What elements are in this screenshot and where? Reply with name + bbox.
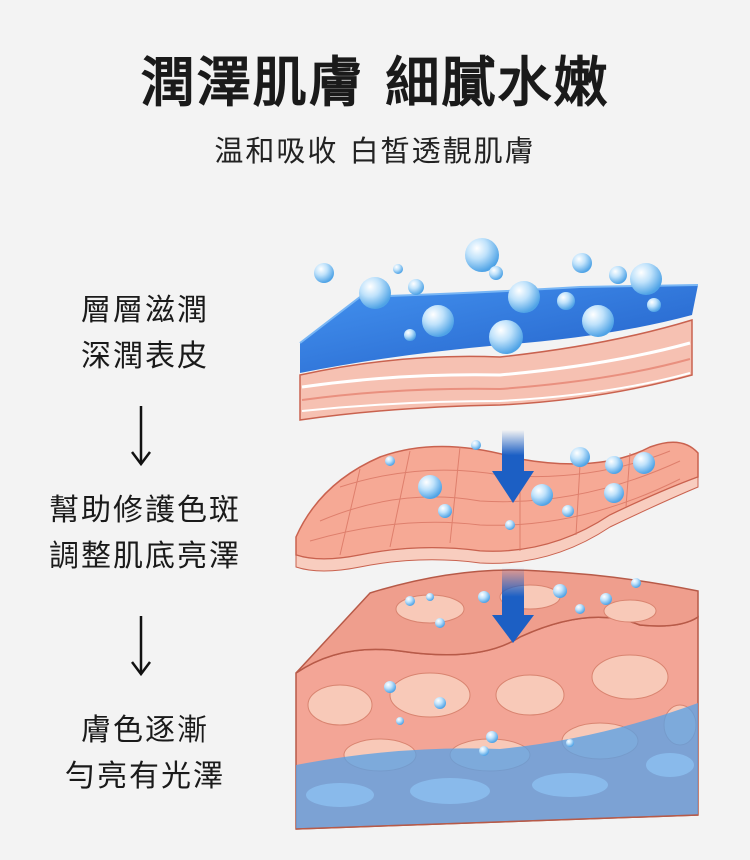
- middle-bubbles: [385, 440, 655, 530]
- step-2-text: 幫助修護色斑 調整肌底亮澤: [0, 488, 290, 580]
- down-arrow-icon: [131, 616, 151, 677]
- step-2-line-2: 調整肌底亮澤: [49, 539, 241, 574]
- top-skin-layer: [299, 318, 693, 421]
- skin-layers-illustration: [295, 238, 699, 830]
- step-3-line-1: 膚色逐漸: [81, 713, 209, 748]
- step-3-text: 膚色逐漸 勻亮有光澤: [0, 708, 290, 800]
- down-arrow-icon: [131, 406, 151, 467]
- bottom-bubbles: [384, 578, 641, 756]
- page-title: 潤澤肌膚 細膩水嫩: [140, 51, 610, 114]
- bottom-skin-block: [295, 569, 699, 830]
- step-3-line-2: 勻亮有光澤: [65, 759, 225, 794]
- step-2-line-1: 幫助修護色斑: [49, 493, 241, 528]
- step-1-text: 層層滋潤 深潤表皮: [0, 288, 290, 380]
- page-subtitle: 温和吸收 白皙透靚肌膚: [214, 134, 536, 168]
- step-1-line-1: 層層滋潤: [81, 293, 209, 328]
- absorption-arrow-icon: [492, 567, 534, 643]
- water-bubbles: [314, 238, 662, 354]
- middle-skin-layer: [295, 441, 699, 572]
- step-1-line-2: 深潤表皮: [81, 339, 209, 374]
- absorption-arrow-icon: [492, 430, 534, 503]
